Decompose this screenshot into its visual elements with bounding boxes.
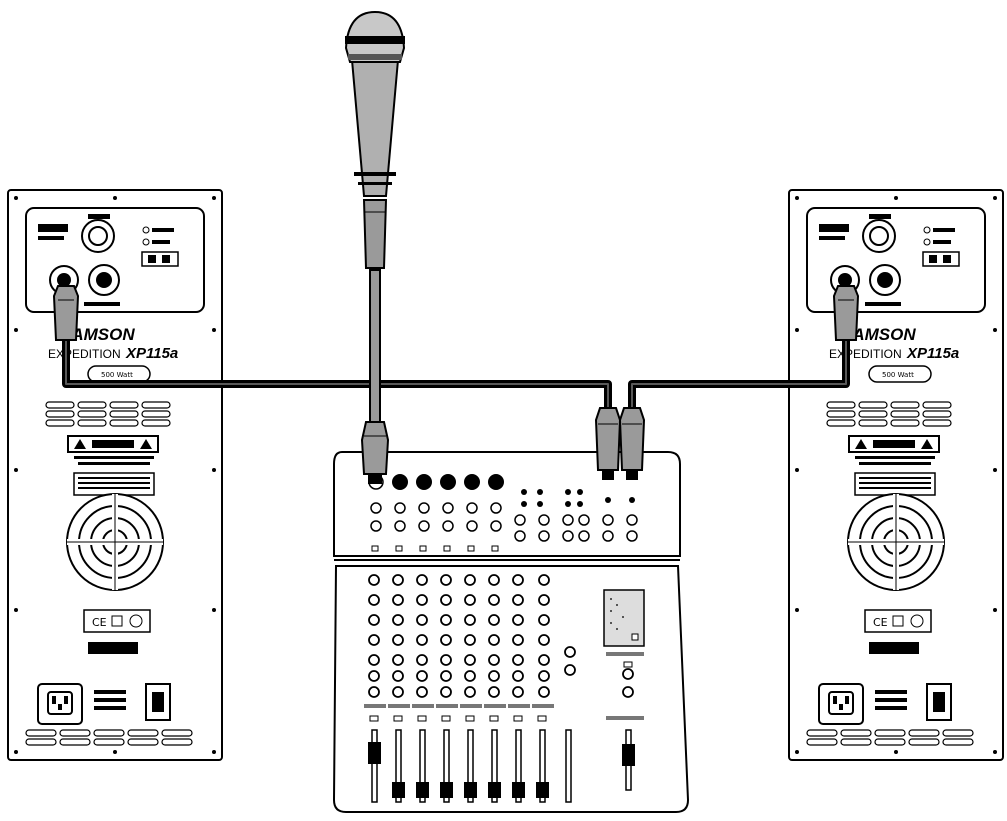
mixer-icon xyxy=(332,451,690,813)
left-speaker-power: 500 Watt xyxy=(101,371,133,379)
left-speaker-panel: SAMSON EXPEDITION XP115a 500 Watt xyxy=(8,190,222,760)
right-speaker-model: XP115a xyxy=(906,345,959,362)
speaker-cables xyxy=(62,330,850,408)
right-speaker-panel: SAMSON EXPEDITION XP115a 500 Watt xyxy=(789,190,1003,760)
xlr-plug-icon xyxy=(52,285,860,480)
left-speaker-series: EXPEDITION xyxy=(48,347,121,361)
microphone-icon xyxy=(344,10,406,484)
right-speaker-power: 500 Watt xyxy=(882,371,914,379)
left-speaker-model: XP115a xyxy=(125,345,178,362)
right-speaker-series: EXPEDITION xyxy=(829,347,902,361)
right-speaker-brand: SAMSON xyxy=(841,325,916,344)
left-speaker-brand: SAMSON xyxy=(60,325,135,344)
